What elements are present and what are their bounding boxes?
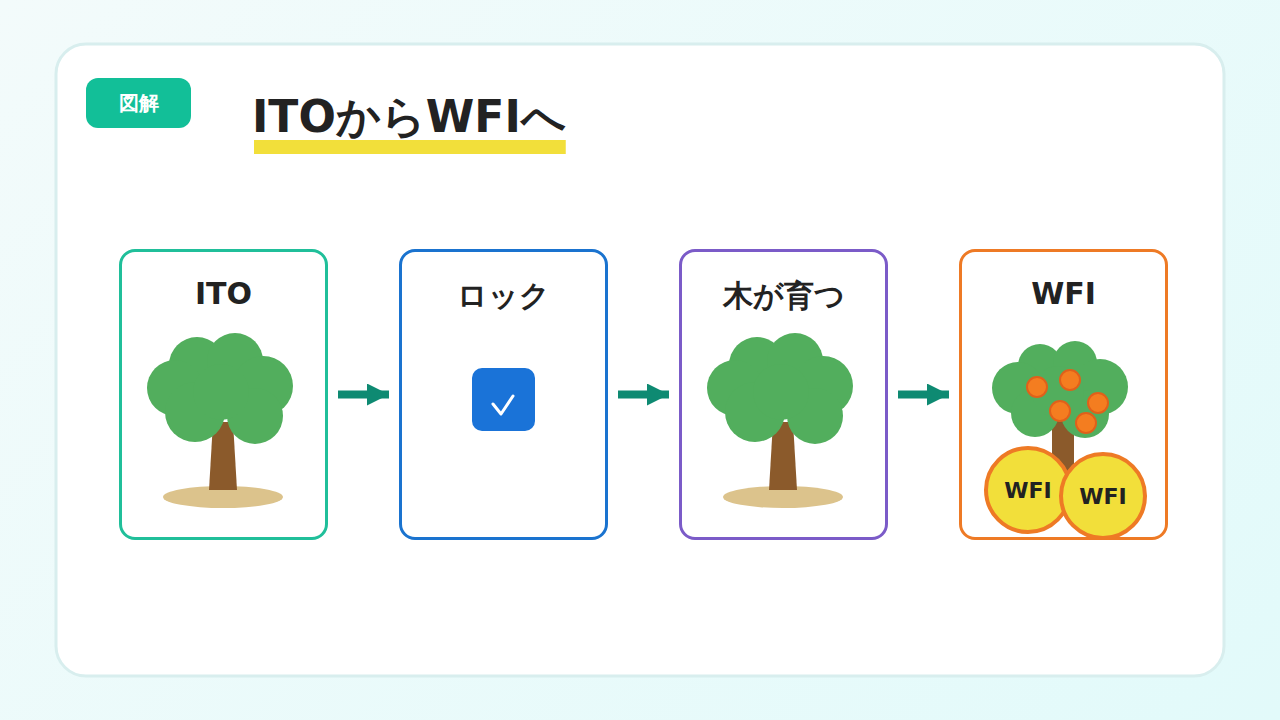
step-box: 木が育つ [679, 249, 888, 540]
coin-circle: WFI [1059, 452, 1147, 540]
node-text: WFI [1031, 276, 1096, 311]
node-text: 図解 [119, 90, 159, 117]
title-text: ITOからWFIへ [252, 91, 566, 142]
flow-arrow [618, 391, 669, 399]
diagram-title: ITOからWFIへ [252, 88, 566, 147]
step-box: ロック [399, 249, 608, 540]
label-badge: 図解 [86, 78, 191, 128]
tree-illustration [147, 333, 293, 508]
node-text: ロック [457, 276, 550, 317]
card-panel [56, 44, 1224, 676]
node-text: WFI [1079, 484, 1126, 509]
node-text: WFI [1004, 478, 1051, 503]
step-box: ITO [119, 249, 328, 540]
step-box: WFI WFI WFI [959, 249, 1168, 540]
node-text: ITO [195, 276, 252, 311]
check-icon [472, 368, 535, 431]
node-text: 木が育つ [723, 276, 845, 317]
tree-illustration [707, 333, 853, 508]
title-underline [254, 140, 566, 154]
flow-arrow [338, 391, 389, 399]
flow-arrow [898, 391, 949, 399]
